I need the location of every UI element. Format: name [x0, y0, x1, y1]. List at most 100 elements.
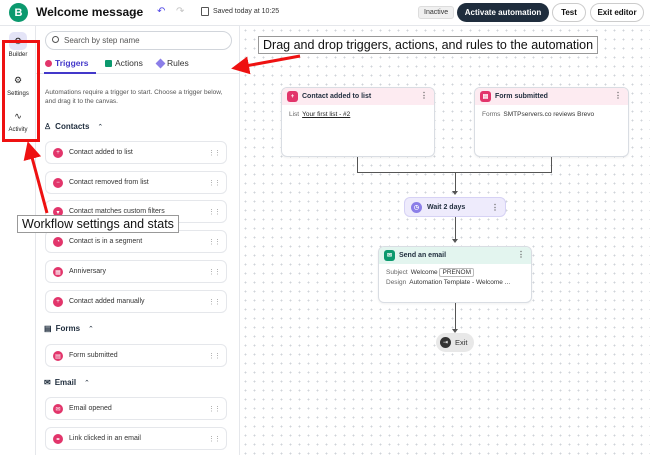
node-header: ✉ Send an email ⋮: [379, 247, 531, 264]
contact-add-icon: +: [53, 148, 63, 158]
drag-handle-icon[interactable]: ⋮⋮: [208, 299, 221, 306]
exit-label: Exit: [455, 338, 468, 347]
item-label: Contact added manually: [69, 298, 145, 305]
rule-node-wait[interactable]: ◷ Wait 2 days ⋮: [404, 197, 506, 217]
list-link[interactable]: Your first list - #2: [302, 111, 351, 118]
design-label: Design: [386, 279, 407, 286]
drag-handle-icon[interactable]: ⋮⋮: [208, 353, 221, 360]
filter-icon: ▾: [53, 207, 63, 217]
item-label: Contact matches custom filters: [69, 208, 165, 215]
step-library-sidebar: Search by step name Triggers Actions Rul…: [36, 26, 240, 455]
trigger-email-opened[interactable]: ✉ Email opened ⋮⋮: [45, 397, 227, 420]
drag-handle-icon[interactable]: ⋮⋮: [208, 269, 221, 276]
connector-line: [455, 217, 456, 239]
section-contacts[interactable]: ♙ Contacts ⌃: [44, 122, 103, 131]
design-value: Automation Template - Welcome ...: [409, 279, 511, 286]
annotation-arrow-to-tabs: [231, 54, 301, 75]
node-header: ▤ Form submitted ⋮: [475, 88, 628, 105]
trigger-form-submitted[interactable]: ▤ Form submitted ⋮⋮: [45, 344, 227, 367]
email-open-icon: ✉: [53, 404, 63, 414]
timer-icon: ◷: [411, 202, 422, 213]
section-email-label: Email: [54, 378, 77, 387]
trigger-link-clicked[interactable]: ⚭ Link clicked in an email ⋮⋮: [45, 427, 227, 450]
drag-handle-icon[interactable]: ⋮⋮: [208, 406, 221, 413]
forms-value: SMTPservers.co reviews Brevo: [503, 111, 595, 118]
status-badge: Inactive: [418, 6, 455, 19]
more-options-icon[interactable]: ⋮: [517, 250, 525, 259]
left-rail: ⚙ Builder ⚙ Settings ∿ Activity: [0, 26, 36, 455]
drag-handle-icon[interactable]: ⋮⋮: [208, 209, 221, 216]
search-input[interactable]: Search by step name: [45, 31, 232, 50]
tab-triggers-label: Triggers: [55, 58, 89, 68]
undo-icon[interactable]: ↶: [157, 6, 166, 17]
section-forms-label: Forms: [55, 324, 81, 333]
exit-icon: ⇥: [440, 337, 451, 348]
chevron-up-icon: ⌃: [84, 379, 90, 387]
section-email[interactable]: ✉ Email ⌃: [44, 378, 90, 387]
chevron-down-icon[interactable]: ⌄: [131, 7, 139, 17]
plus-icon: +: [53, 297, 63, 307]
rail-activity-label: Activity: [8, 127, 28, 133]
trigger-contact-added-to-list[interactable]: + Contact added to list ⋮⋮: [45, 141, 227, 164]
envelope-icon: ✉: [44, 378, 51, 387]
exit-editor-button[interactable]: Exit editor: [590, 3, 644, 22]
tab-rules[interactable]: Rules: [155, 58, 189, 68]
more-options-icon[interactable]: ⋮: [614, 91, 622, 100]
subject-value: Welcome: [410, 269, 438, 276]
brevo-logo[interactable]: B: [9, 3, 28, 22]
item-label: Form submitted: [69, 352, 118, 359]
automation-title[interactable]: Welcome message: [36, 5, 144, 19]
tab-triggers[interactable]: Triggers: [45, 58, 89, 68]
test-button[interactable]: Test: [552, 3, 586, 22]
node-header: + Contact added to list ⋮: [282, 88, 434, 105]
chevron-up-icon: ⌃: [88, 325, 94, 333]
link-icon: ⚭: [53, 434, 63, 444]
rail-settings[interactable]: ⚙ Settings: [2, 71, 34, 98]
drag-handle-icon[interactable]: ⋮⋮: [208, 180, 221, 187]
arrow-down-icon: [452, 239, 458, 243]
person-icon: ♙: [44, 122, 52, 131]
drag-handle-icon[interactable]: ⋮⋮: [208, 239, 221, 246]
trigger-dot-icon: [45, 59, 52, 67]
wait-title: Wait 2 days: [427, 203, 466, 211]
activate-automation-button[interactable]: Activate automation: [457, 3, 549, 22]
section-forms[interactable]: ▤ Forms ⌃: [44, 324, 94, 333]
tab-actions[interactable]: Actions: [105, 58, 143, 68]
item-label: Link clicked in an email: [69, 435, 141, 442]
search-placeholder: Search by step name: [64, 36, 140, 45]
form-submit-icon: ▤: [53, 351, 63, 361]
list-label: List: [289, 111, 300, 118]
drag-handle-icon[interactable]: ⋮⋮: [208, 436, 221, 443]
trigger-anniversary[interactable]: ▦ Anniversary ⋮⋮: [45, 260, 227, 283]
gear-icon: ⚙: [13, 74, 23, 85]
arrow-down-icon: [452, 191, 458, 195]
item-label: Anniversary: [69, 268, 106, 275]
top-header: B Welcome message ⌄ ↶ ↷ Saved today at 1…: [0, 0, 650, 26]
saved-status: Saved today at 10:25: [213, 8, 280, 15]
item-label: Contact added to list: [69, 149, 133, 156]
item-label: Contact is in a segment: [69, 238, 143, 245]
redo-icon[interactable]: ↷: [176, 6, 185, 17]
search-icon: [52, 36, 59, 43]
more-options-icon[interactable]: ⋮: [420, 91, 428, 100]
more-options-icon[interactable]: ⋮: [491, 203, 499, 212]
drag-handle-icon[interactable]: ⋮⋮: [208, 150, 221, 157]
contact-add-icon: +: [287, 91, 298, 102]
item-label: Contact removed from list: [69, 179, 149, 186]
form-icon: ▤: [44, 324, 52, 333]
forms-label: Forms: [482, 111, 501, 118]
arrow-down-icon: [452, 329, 458, 333]
exit-node[interactable]: ⇥ Exit: [436, 333, 474, 352]
annotation-highlight-box: [2, 40, 40, 142]
trigger-contact-removed-from-list[interactable]: − Contact removed from list ⋮⋮: [45, 171, 227, 194]
segment-icon: ◔: [53, 237, 63, 247]
rail-activity[interactable]: ∿ Activity: [2, 107, 34, 134]
chevron-up-icon: ⌃: [97, 123, 104, 131]
trigger-contact-added-manually[interactable]: + Contact added manually ⋮⋮: [45, 290, 227, 313]
